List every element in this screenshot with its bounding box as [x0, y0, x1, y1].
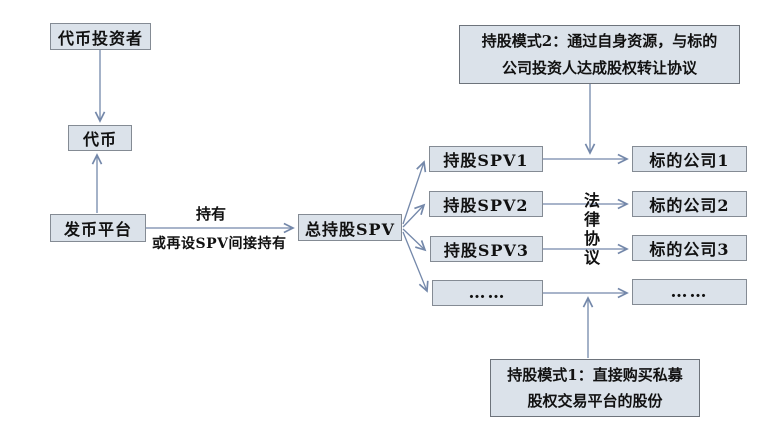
annotation-mode2-line2: 公司投资人达成股权转让协议	[501, 58, 697, 77]
node-spv3: 持股SPV3	[430, 236, 543, 262]
node-target-company-3: 标的公司3	[632, 235, 747, 261]
node-spv-more: ……	[432, 280, 543, 306]
node-spv1: 持股SPV1	[429, 146, 543, 172]
annotation-mode1-line2: 股权交易平台的股份	[527, 392, 663, 410]
annotation-holding-mode-1: 持股模式1：直接购买私募 股权交易平台的股份	[490, 359, 700, 417]
annotation-mode1-line1: 持股模式1：直接购买私募	[507, 365, 683, 384]
edge-label-hold: 持有	[195, 205, 226, 223]
node-master-spv: 总持股SPV	[298, 214, 402, 241]
node-spv2: 持股SPV2	[429, 191, 543, 217]
node-token: 代币	[68, 125, 132, 151]
node-target-company-more: ……	[632, 279, 747, 305]
annotation-mode2-line1: 持股模式2：通过自身资源，与标的	[481, 32, 718, 51]
node-token-investor: 代币投资者	[50, 23, 151, 50]
edge-label-legal-agreement: 法律协议	[581, 192, 600, 268]
node-issuer-platform: 发币平台	[50, 214, 146, 242]
node-target-company-2: 标的公司2	[632, 191, 747, 217]
edge-label-hold-indirect: 或再设SPV间接持有	[152, 236, 287, 252]
annotation-holding-mode-2: 持股模式2：通过自身资源，与标的 公司投资人达成股权转让协议	[459, 25, 740, 84]
node-target-company-1: 标的公司1	[632, 146, 747, 172]
